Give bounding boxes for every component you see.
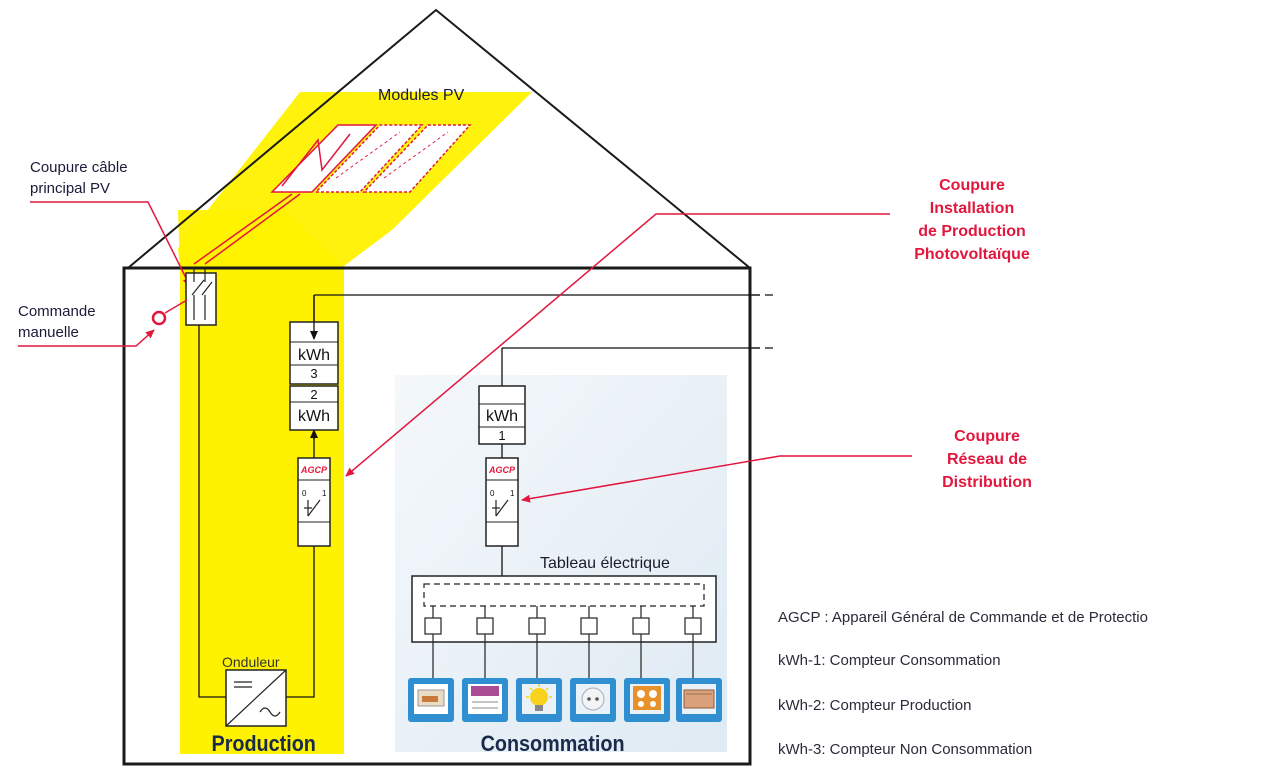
coupure-reseau-callout: Coupure Réseau de Distribution [942, 428, 1032, 491]
legend-agcp: AGCP : Appareil Général de Commande et d… [778, 609, 1148, 626]
panel-breakers [424, 606, 702, 678]
kwh1-meter [478, 385, 526, 445]
coupure-reseau-line1: Coupure [954, 428, 1020, 445]
coupure-cable-arrow [30, 201, 191, 287]
legend-kwh3: kWh-3: Compteur Non Consommation [778, 741, 1033, 758]
agcp-consommation [485, 457, 519, 547]
circuit-breaker [528, 617, 546, 635]
circuit-breaker [632, 617, 650, 635]
modules-pv-label: Modules PV [378, 87, 465, 104]
manual-control-knob[interactable] [151, 310, 167, 326]
agcp-consommation-one: 1 [510, 489, 515, 498]
commande-arrow [18, 329, 155, 347]
coupure-install-line1: Coupure [939, 177, 1005, 194]
agcp-consommation-label: AGCP [488, 465, 516, 475]
lightbulb-icon [516, 678, 562, 722]
pv-cables [193, 193, 301, 265]
commande-label-line1: Commande [18, 303, 96, 320]
cooktop-icon [624, 678, 670, 722]
consommation-wiring [501, 347, 760, 576]
legend-kwh2: kWh-2: Compteur Production [778, 697, 972, 714]
manual-control-link [164, 299, 188, 314]
coupure-install-line3: de Production [918, 223, 1026, 240]
coupure-reseau-line3: Distribution [942, 474, 1032, 491]
pv-modules [270, 124, 472, 193]
electrical-panel [411, 575, 717, 643]
onduleur-label: Onduleur [222, 654, 280, 670]
circuit-breaker [476, 617, 494, 635]
coupure-reseau-arrow [521, 455, 912, 503]
agcp-consommation-zero: 0 [490, 489, 495, 498]
agcp-production [297, 457, 331, 547]
production-title: Production [212, 732, 316, 756]
commande-label-line2: manuelle [18, 324, 79, 341]
coupure-reseau-line2: Réseau de [947, 451, 1027, 468]
kwh1-number: 1 [498, 428, 505, 443]
agcp-production-one: 1 [322, 489, 327, 498]
circuit-breaker [424, 617, 442, 635]
coupure-install-line4: Photovoltaïque [914, 246, 1030, 263]
house-outline [122, 8, 752, 766]
kwh2-unit: kWh [298, 408, 330, 425]
consommation-title: Consommation [481, 732, 625, 756]
oven-icon [408, 678, 454, 722]
agcp-production-zero: 0 [302, 489, 307, 498]
kwh3-number: 3 [310, 366, 317, 381]
tableau-label: Tableau électrique [540, 555, 670, 572]
agcp-production-label: AGCP [300, 465, 328, 475]
kwh2-meter [289, 385, 339, 431]
coupure-cable-label-line2: principal PV [30, 180, 110, 197]
circuit-breaker [580, 617, 598, 635]
socket-icon [570, 678, 616, 722]
coupure-installation-callout: Coupure Installation de Production Photo… [914, 177, 1030, 263]
kwh1-unit: kWh [486, 408, 518, 425]
inverter [225, 669, 287, 727]
appliances [408, 678, 722, 722]
coupure-install-line2: Installation [930, 200, 1014, 217]
coupure-installation-arrow [345, 213, 890, 477]
pv-disconnect [185, 268, 217, 326]
kwh3-unit: kWh [298, 347, 330, 364]
coupure-cable-label-line1: Coupure câble [30, 159, 128, 176]
radiator-icon [676, 678, 722, 722]
circuit-breaker [684, 617, 702, 635]
legend-kwh1: kWh-1: Compteur Consommation [778, 652, 1001, 669]
dishwasher-icon [462, 678, 508, 722]
kwh2-number: 2 [310, 387, 317, 402]
